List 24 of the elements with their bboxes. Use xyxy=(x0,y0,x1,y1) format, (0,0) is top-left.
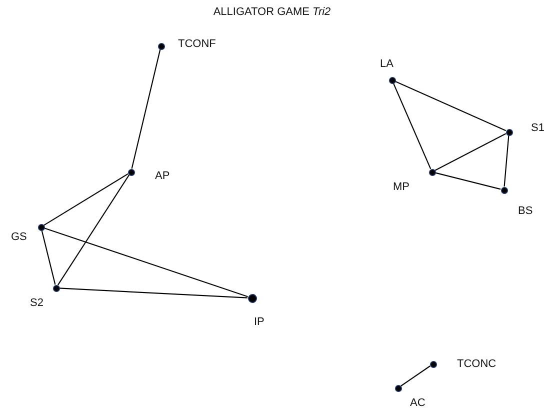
node-label: BS xyxy=(518,205,533,218)
node-label: TCONC xyxy=(457,358,496,371)
connector-line xyxy=(44,173,128,226)
node-label: AC xyxy=(410,397,426,410)
connector-line xyxy=(394,80,506,132)
connector-line xyxy=(504,135,510,187)
connector-line xyxy=(400,366,430,386)
diagram-title: ALLIGATOR GAME Tri2 xyxy=(213,6,331,18)
connector-line xyxy=(435,172,501,190)
connector-line xyxy=(41,230,56,285)
node-label: S2 xyxy=(30,297,44,310)
connector-line xyxy=(57,174,130,286)
node-label: S1 xyxy=(531,122,544,135)
node-label: IP xyxy=(254,316,264,329)
node-label: MP xyxy=(393,181,410,194)
node-label: TCONF xyxy=(178,38,216,51)
connector-line xyxy=(434,133,506,171)
connector-line xyxy=(59,288,248,298)
node-label: LA xyxy=(380,58,394,71)
connector-line xyxy=(131,49,161,169)
connector-line xyxy=(392,82,432,170)
node-label: GS xyxy=(11,231,27,244)
connector-line xyxy=(44,228,248,298)
node-label: AP xyxy=(155,170,170,183)
